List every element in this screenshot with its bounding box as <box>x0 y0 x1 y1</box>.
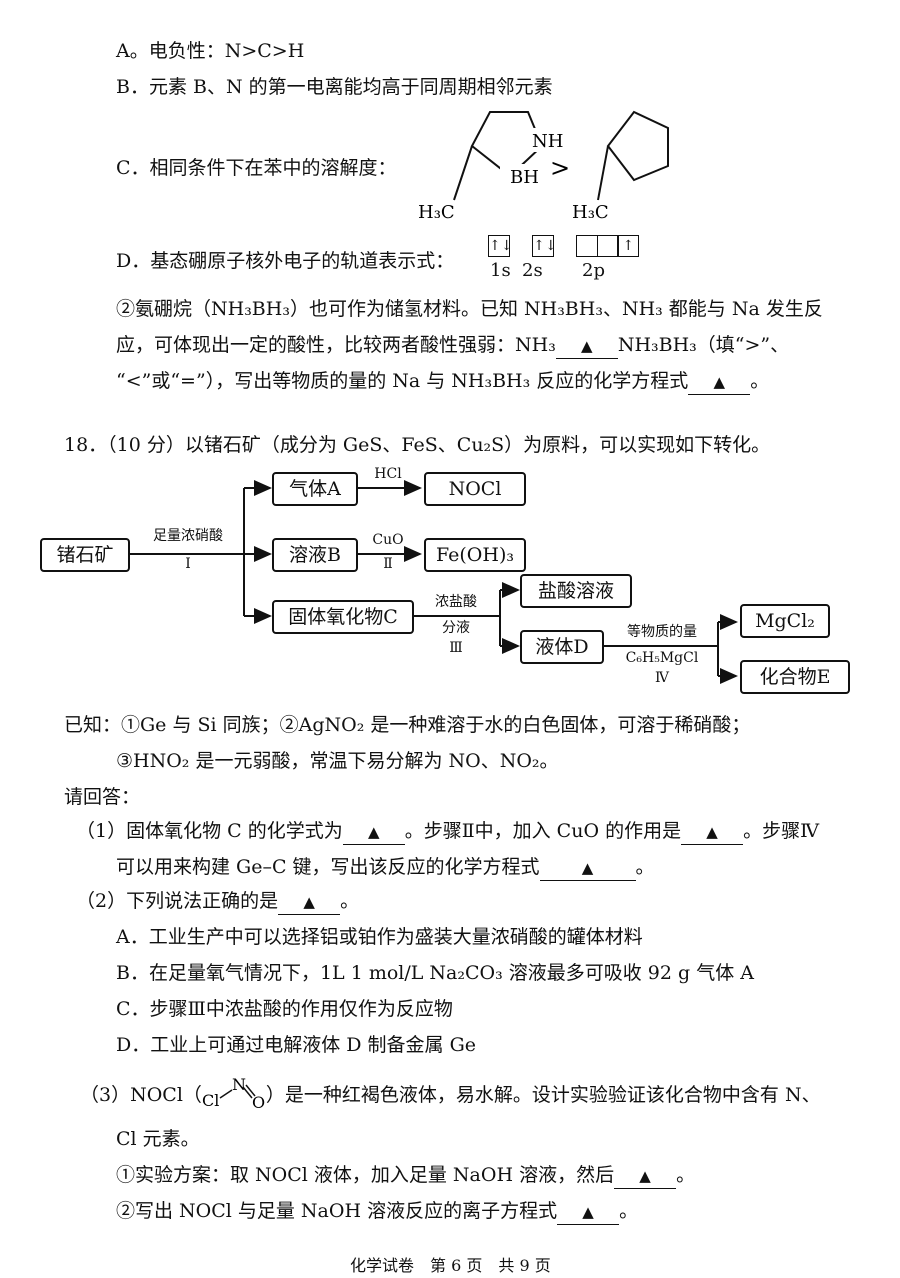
azaborolidine-ring <box>470 111 544 178</box>
page-footer: 化学试卷 第 6 页 共 9 页 <box>350 1256 551 1275</box>
node-gas-a: 气体A <box>272 472 358 506</box>
q18-1-line1: （1）固体氧化物 C 的化学式为▲。步骤Ⅱ中，加入 CuO 的作用是▲。步骤Ⅳ <box>76 820 819 845</box>
label-conc-hcl: 浓盐酸 <box>435 594 477 610</box>
answer-blank-cuo-role[interactable]: ▲ <box>681 820 744 845</box>
node-hcl-solution: 盐酸溶液 <box>520 574 632 608</box>
label-equimolar: 等物质的量 <box>627 624 697 640</box>
ch3-label-right: H₃C <box>572 202 609 223</box>
known-line2: ③HNO₂ 是一元弱酸，常温下易分解为 NO、NO₂。 <box>116 750 559 772</box>
node-feoh3: Fe(OH)₃ <box>424 538 526 572</box>
greater-than-sign: > <box>550 154 570 182</box>
orbital-1s: ↑↓ <box>488 235 512 257</box>
option-d: D．基态硼原子核外电子的轨道表示式： <box>116 250 455 272</box>
part2-line3: “<”或“=”），写出等物质的量的 Na 与 NH₃BH₃ 反应的化学方程式▲。 <box>116 370 769 395</box>
label-cuo: CuO <box>372 532 404 548</box>
node-ore: 锗石矿 <box>40 538 130 572</box>
solubility-structures: NH BH H₃C > H₃C <box>418 110 669 223</box>
q18-2-option-a: A．工业生产中可以选择铝或铂作为盛装大量浓硝酸的罐体材料 <box>116 926 643 948</box>
known-line1: 已知：①Ge 与 Si 同族；②AgNO₂ 是一种难溶于水的白色固体，可溶于稀硝… <box>64 714 751 736</box>
svg-text:O: O <box>252 1093 265 1110</box>
label-step3: Ⅲ <box>449 640 463 656</box>
node-mgcl2: MgCl₂ <box>740 604 830 638</box>
q18-2: （2）下列说法正确的是▲。 <box>76 890 359 915</box>
answer-blank-experiment[interactable]: ▲ <box>614 1164 677 1189</box>
answer-blank-correct-statements[interactable]: ▲ <box>278 890 341 915</box>
label-step1: I <box>185 556 191 572</box>
answer-prompt: 请回答： <box>64 786 141 808</box>
answer-blank-ionic-equation[interactable]: ▲ <box>557 1200 620 1225</box>
bh-label: BH <box>510 167 539 188</box>
node-liquid-d: 液体D <box>520 630 604 664</box>
label-step1-reagent: 足量浓硝酸 <box>153 528 223 544</box>
q18-2-option-c: C．步骤Ⅲ中浓盐酸的作用仅作为反应物 <box>116 998 453 1020</box>
orbital-2p-1 <box>576 235 599 257</box>
cyclopentane-ring <box>606 110 669 182</box>
part2-line2: 应，可体现出一定的酸性，比较两者酸性强弱：NH₃▲NH₃BH₃（填“>”、 <box>116 334 789 359</box>
node-solid-c: 固体氧化物C <box>272 600 414 634</box>
methyl-bond-left <box>453 145 473 201</box>
svg-text:N: N <box>232 1076 246 1094</box>
q18-2-option-b: B．在足量氧气情况下，1L 1 mol/L Na₂CO₃ 溶液最多可吸收 92 … <box>116 962 754 984</box>
answer-blank-step4-equation[interactable]: ▲ <box>539 856 636 881</box>
orbital-2s: ↑↓ <box>532 235 557 257</box>
label-hcl: HCl <box>374 466 402 482</box>
orbital-diagram: ↑↓ ↑↓ ↑ <box>488 234 640 257</box>
q18-3-part1: ①实验方案：取 NOCl 液体，加入足量 NaOH 溶液，然后▲。 <box>116 1164 695 1189</box>
label-separation: 分液 <box>442 620 470 636</box>
q18-3-line2: Cl 元素。 <box>116 1128 200 1150</box>
option-a: A。电负性：N>C>H <box>116 40 305 62</box>
label-step2: Ⅱ <box>383 556 393 572</box>
svg-text:Cl: Cl <box>202 1091 219 1110</box>
answer-blank-formula-c[interactable]: ▲ <box>342 820 405 845</box>
q18-3-part2: ②写出 NOCl 与足量 NaOH 溶液反应的离子方程式▲。 <box>116 1200 638 1225</box>
q18-1-line2: 可以用来构建 Ge–C 键，写出该反应的化学方程式▲。 <box>116 856 655 881</box>
label-step4: Ⅳ <box>655 670 669 686</box>
ch3-label-left: H₃C <box>418 202 455 223</box>
q18-title: 18．（10 分）以锗石矿（成分为 GeS、FeS、Cu₂S）为原料，可以实现如… <box>64 434 771 456</box>
orbital-2p-3: ↑ <box>617 235 640 257</box>
methyl-bond-right <box>597 145 609 201</box>
node-sol-b: 溶液B <box>272 538 358 572</box>
label-grignard: C₆H₅MgCl <box>625 650 699 666</box>
orbital-2p-2 <box>596 235 619 257</box>
part2-line1: ②氨硼烷（NH₃BH₃）也可作为储氢材料。已知 NH₃BH₃、NH₃ 都能与 N… <box>116 298 823 320</box>
q18-2-option-d: D．工业上可通过电解液体 D 制备金属 Ge <box>116 1034 477 1056</box>
option-c: C．相同条件下在苯中的溶解度： <box>116 157 397 179</box>
answer-blank-na-equation[interactable]: ▲ <box>688 370 751 395</box>
label-1s: 1s <box>490 260 511 281</box>
nh-label: NH <box>532 131 563 152</box>
node-compound-e: 化合物E <box>740 660 850 694</box>
flow-arrows <box>130 480 738 684</box>
label-2p: 2p <box>582 260 605 281</box>
node-nocl: NOCl <box>424 472 526 506</box>
answer-blank-acidity[interactable]: ▲ <box>555 334 618 359</box>
label-2s: 2s <box>522 260 543 281</box>
option-b: B．元素 B、N 的第一电离能均高于同周期相邻元素 <box>116 76 553 98</box>
